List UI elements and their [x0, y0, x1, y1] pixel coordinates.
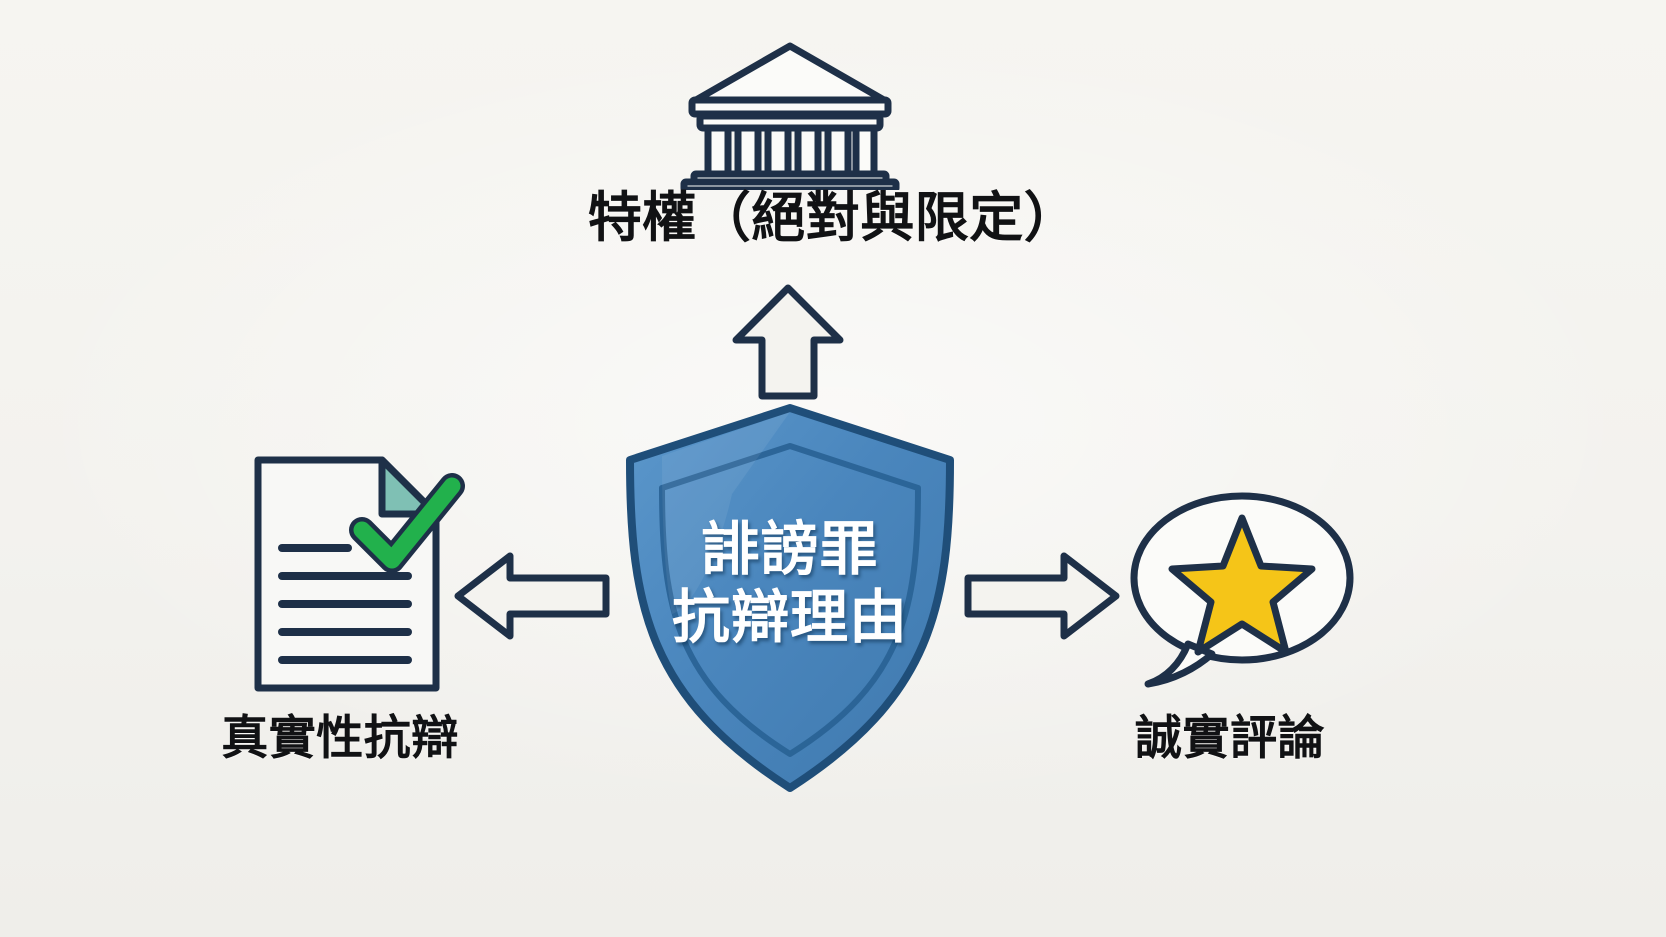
arrow-left-icon — [452, 548, 612, 644]
arrow-right-icon — [962, 548, 1122, 644]
shield-icon: 誹謗罪 抗辯理由 — [600, 398, 980, 798]
left-node-label: 真實性抗辯 — [221, 711, 459, 764]
courthouse-icon — [678, 38, 902, 190]
top-node-label: 特權（絕對與限定） — [587, 188, 1079, 248]
arrow-up-icon — [730, 282, 846, 400]
document-check-icon — [240, 448, 474, 700]
right-node-label: 誠實評論 — [1135, 711, 1325, 764]
speech-bubble-star-icon — [1118, 478, 1358, 700]
